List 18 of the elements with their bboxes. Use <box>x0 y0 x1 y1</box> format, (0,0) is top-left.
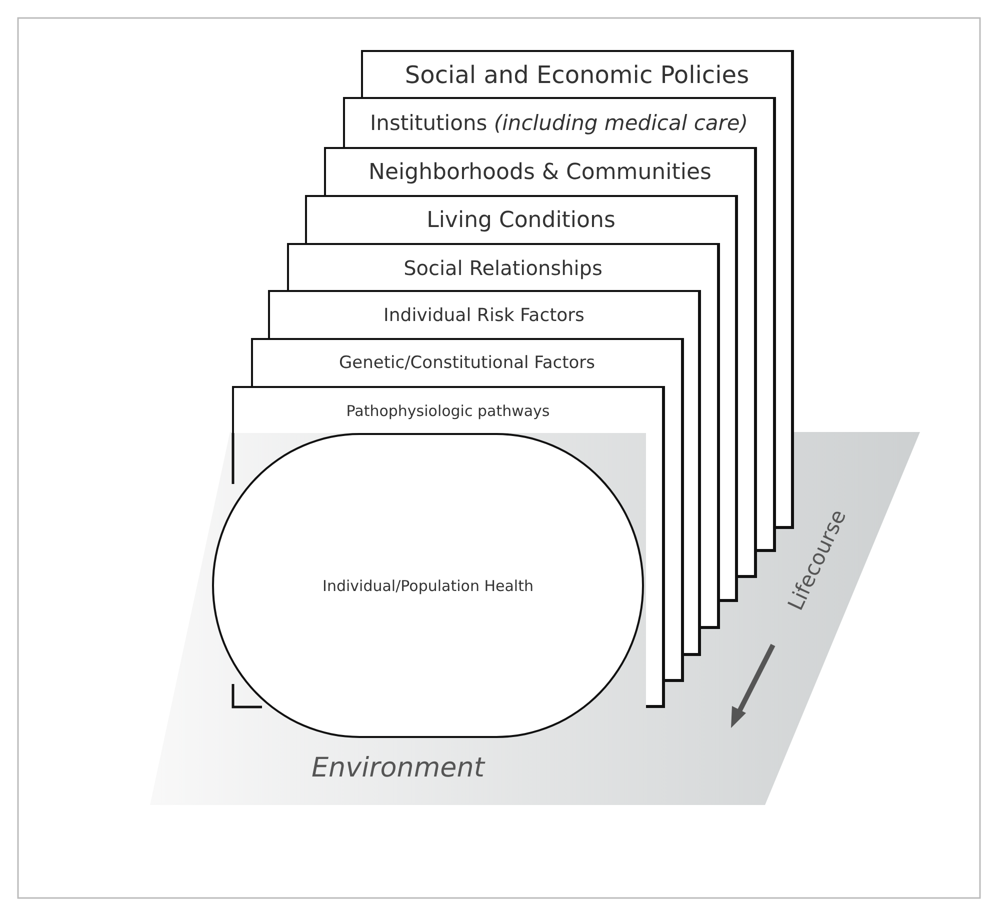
layer-title: Neighborhoods & Communities <box>368 160 712 184</box>
layer-title: Social and Economic Policies <box>404 60 750 88</box>
layer-panel <box>361 50 794 97</box>
layer-panel <box>232 386 665 433</box>
layer-panel <box>268 290 701 338</box>
layer-panel <box>324 147 757 195</box>
layer-title: Pathophysiologic pathways <box>346 402 550 420</box>
layer-title: Institutions (including medical care) <box>370 111 748 135</box>
layer-title: Individual Risk Factors <box>384 304 584 326</box>
layer-panel <box>251 338 684 386</box>
layer-title: Genetic/Constitutional Factors <box>338 353 596 373</box>
layer-title: Social Relationships <box>404 256 602 280</box>
axis-label: Environment <box>312 752 484 784</box>
layer-panel <box>343 97 776 147</box>
layer-panel <box>305 195 738 243</box>
health-label: Individual/Population Health <box>322 576 534 594</box>
layer-panel <box>287 243 720 290</box>
layer-title: Living Conditions <box>426 208 616 232</box>
